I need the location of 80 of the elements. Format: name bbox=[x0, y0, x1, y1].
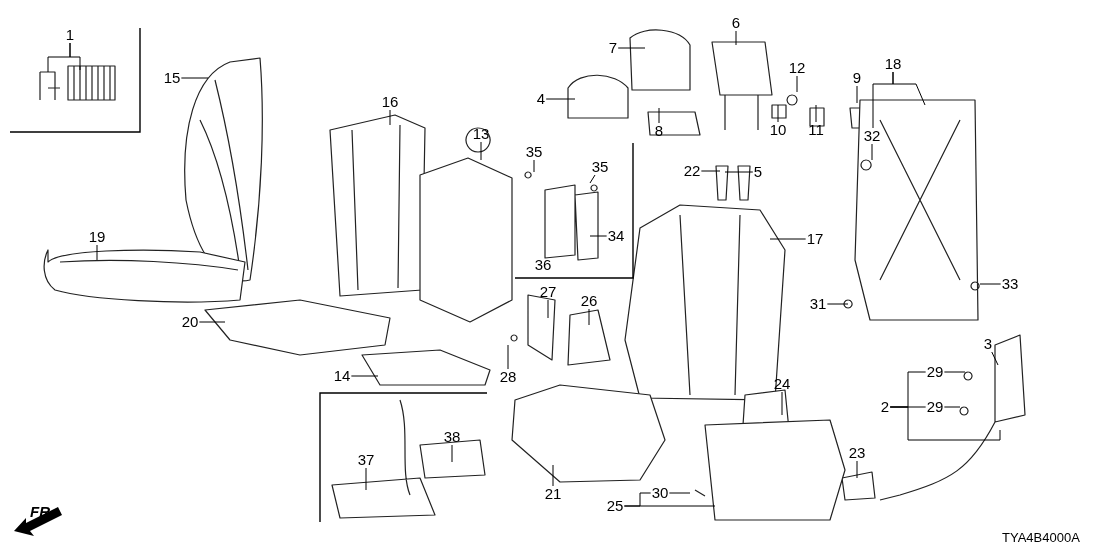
leader-line bbox=[617, 47, 646, 49]
callout-number: 23 bbox=[847, 445, 867, 461]
leader-line bbox=[552, 464, 554, 487]
leader-line bbox=[658, 107, 660, 124]
leader-line bbox=[943, 371, 966, 373]
callout-number: 29 bbox=[925, 364, 945, 380]
leader-line bbox=[547, 299, 549, 319]
leader-line bbox=[365, 467, 367, 491]
callout-number: 5 bbox=[752, 164, 764, 180]
callout-number: 26 bbox=[579, 293, 599, 309]
leader-line bbox=[735, 30, 737, 46]
callout-number: 38 bbox=[442, 429, 462, 445]
callout-number: 28 bbox=[498, 369, 518, 385]
callout-number: 4 bbox=[535, 91, 547, 107]
callout-number: 16 bbox=[380, 94, 400, 110]
callout-number: 27 bbox=[538, 284, 558, 300]
leader-line bbox=[69, 42, 81, 71]
leader-line bbox=[533, 159, 535, 173]
callout-number: 15 bbox=[162, 70, 182, 86]
callout-number: 6 bbox=[730, 15, 742, 31]
leader-line bbox=[856, 460, 858, 479]
leader-line bbox=[96, 244, 98, 261]
callout-number: 3 bbox=[982, 336, 994, 352]
callout-number: 19 bbox=[87, 229, 107, 245]
leader-line bbox=[979, 283, 1002, 285]
callout-number: 35 bbox=[590, 159, 610, 175]
leader-line bbox=[826, 303, 849, 305]
callout-number: 32 bbox=[862, 128, 882, 144]
leader-line bbox=[180, 77, 209, 79]
leader-line bbox=[991, 351, 999, 366]
part-code: TYA4B4000A bbox=[1002, 530, 1080, 545]
callout-number: 34 bbox=[606, 228, 626, 244]
leader-line bbox=[389, 109, 391, 126]
leader-line bbox=[796, 75, 798, 93]
callout-number: 9 bbox=[851, 70, 863, 86]
leader-line bbox=[872, 71, 894, 129]
callout-number: 14 bbox=[332, 368, 352, 384]
leader-line bbox=[815, 104, 817, 123]
leader-line bbox=[589, 174, 596, 184]
callout-number: 31 bbox=[808, 296, 828, 312]
leader-line bbox=[856, 85, 858, 104]
leader-line bbox=[198, 321, 226, 323]
leader-line bbox=[589, 235, 608, 237]
callout-number: 33 bbox=[1000, 276, 1020, 292]
callout-number: 7 bbox=[607, 40, 619, 56]
callout-number: 21 bbox=[543, 486, 563, 502]
leader-line bbox=[943, 406, 961, 408]
callout-number: 37 bbox=[356, 452, 376, 468]
leader-line bbox=[480, 141, 482, 161]
callout-number: 2 bbox=[879, 399, 891, 415]
callout-number: 10 bbox=[768, 122, 788, 138]
leader-line bbox=[350, 375, 379, 377]
callout-number: 20 bbox=[180, 314, 200, 330]
leader-line bbox=[588, 308, 590, 326]
callout-number: 36 bbox=[533, 257, 553, 273]
callout-number: 35 bbox=[524, 144, 544, 160]
leader-line bbox=[507, 344, 509, 370]
callout-number: 29 bbox=[925, 399, 945, 415]
leader-line bbox=[623, 505, 716, 507]
callout-number: 25 bbox=[605, 498, 625, 514]
leader-line bbox=[668, 492, 691, 494]
callout-number: 24 bbox=[772, 376, 792, 392]
leader-line bbox=[700, 170, 721, 172]
leader-line bbox=[724, 171, 754, 173]
callout-number: 12 bbox=[787, 60, 807, 76]
callout-number: 30 bbox=[650, 485, 670, 501]
callout-number: 13 bbox=[471, 126, 491, 142]
leader-line bbox=[545, 98, 576, 100]
callout-number: 22 bbox=[682, 163, 702, 179]
leader-line bbox=[871, 143, 873, 161]
callout-number: 11 bbox=[807, 122, 825, 138]
callout-number: 18 bbox=[883, 56, 903, 72]
leader-line bbox=[889, 406, 1001, 441]
leader-line bbox=[451, 444, 453, 463]
callout-number: 17 bbox=[805, 231, 825, 247]
callout-number: 1 bbox=[64, 27, 76, 43]
leader-line bbox=[781, 391, 783, 416]
leader-line bbox=[769, 238, 807, 240]
leader-line bbox=[777, 104, 779, 123]
callout-number: 8 bbox=[653, 123, 665, 139]
